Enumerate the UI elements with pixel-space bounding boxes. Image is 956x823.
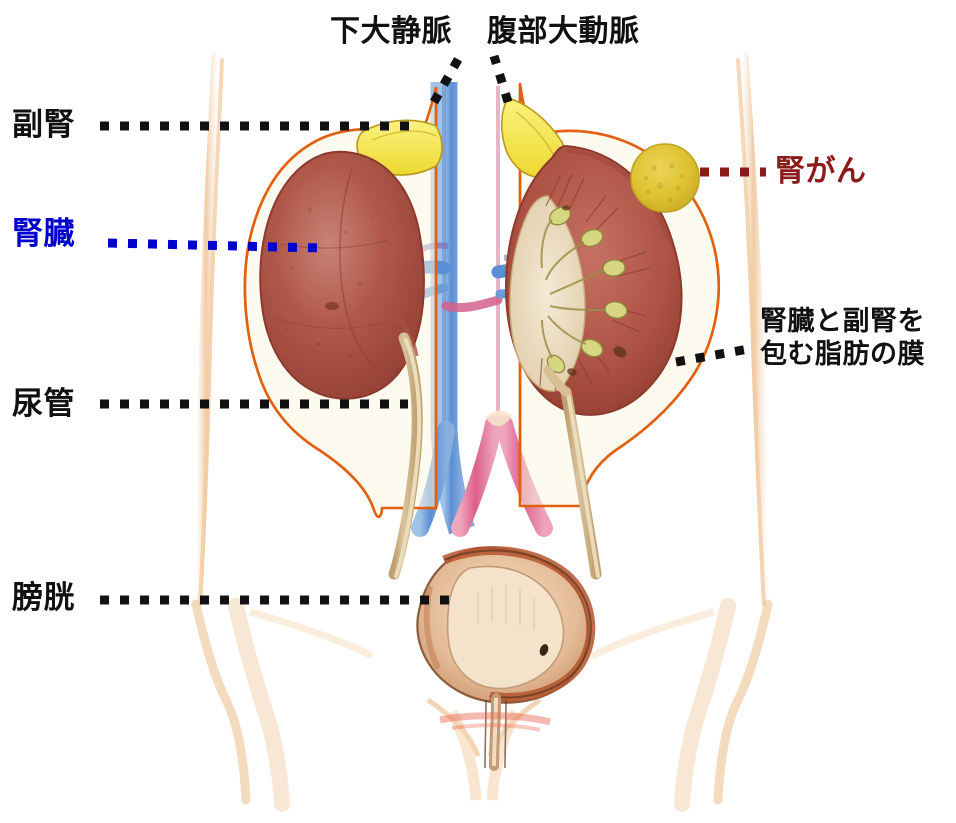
leader-jinzou — [107, 238, 323, 253]
label-abdominal-aorta: 腹部大動脈 — [487, 14, 640, 49]
tumor-texture — [643, 163, 685, 203]
label-adrenal-gland: 副腎 — [12, 107, 75, 143]
label-perirenal-fat-line1: 腎臓と副腎を — [760, 306, 925, 337]
kidney-tumor — [630, 143, 700, 213]
label-perirenal-fat: 腎臓と副腎を 包む脂肪の膜 — [760, 306, 925, 372]
leader-kajou — [430, 53, 464, 105]
label-ureter: 尿管 — [12, 386, 75, 422]
label-kidney-cancer: 腎がん — [775, 154, 867, 189]
label-inferior-vena-cava: 下大静脈 — [330, 14, 452, 49]
right-kidney-cross-section — [504, 143, 700, 416]
label-perirenal-fat-line2: 包む脂肪の膜 — [760, 338, 925, 370]
left-kidney — [259, 150, 425, 400]
ureters — [388, 332, 602, 580]
renal-calyces — [546, 206, 628, 374]
bladder-lumen — [446, 565, 565, 690]
label-bladder: 膀胱 — [12, 580, 75, 616]
label-kidney: 腎臓 — [12, 216, 75, 252]
adrenal-glands — [356, 97, 566, 179]
leader-shibou — [675, 343, 755, 367]
leader-lines — [100, 53, 766, 605]
leader-fukubu — [489, 54, 513, 104]
